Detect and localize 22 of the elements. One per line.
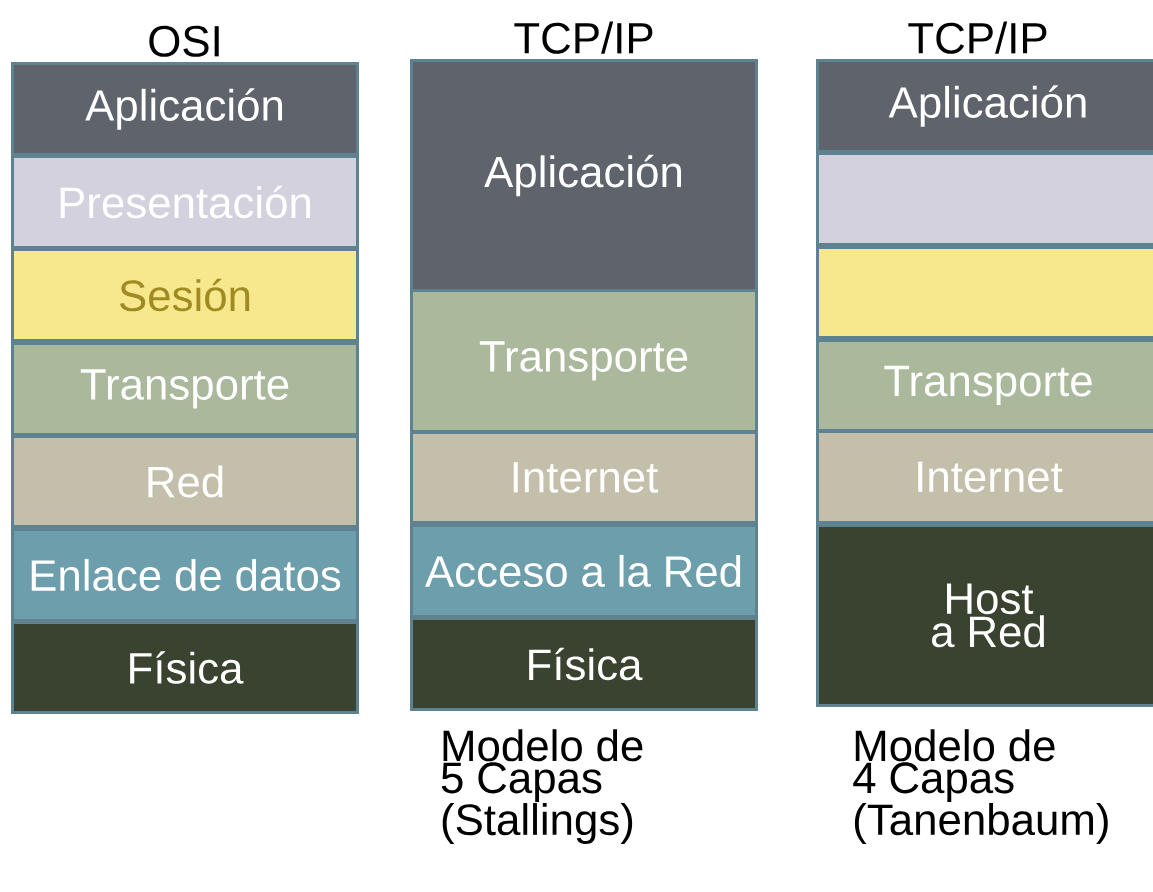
layer-band: Host a Red <box>819 527 1153 704</box>
model-label: Modelo de 4 Capas (Tanenbaum) <box>853 729 1108 844</box>
layer-band: Acceso a la Red <box>413 527 755 615</box>
layer-band: Enlace de datos <box>14 531 356 619</box>
layer-band: Sesión <box>14 251 356 339</box>
layer-band: Física <box>413 620 755 708</box>
column-title: TCP/IP <box>908 21 1047 54</box>
column-title: TCP/IP <box>514 21 653 54</box>
empty-layer-band <box>819 155 1153 243</box>
layer-band: Internet <box>819 433 1153 521</box>
column-title: OSI <box>149 25 219 57</box>
layer-band: Aplicación <box>14 65 356 153</box>
layer-band: Transporte <box>413 292 755 430</box>
model-label: Modelo de 5 Capas (Stallings) <box>441 729 643 844</box>
layer-band: Internet <box>413 434 755 521</box>
layer-band: Transporte <box>14 345 356 433</box>
empty-layer-band <box>819 249 1153 336</box>
layer-band: Física <box>14 624 356 711</box>
layer-band: Aplicación <box>819 62 1153 150</box>
layer-band: Transporte <box>819 342 1153 429</box>
layer-band: Aplicación <box>413 62 755 289</box>
layer-band: Red <box>14 438 356 525</box>
